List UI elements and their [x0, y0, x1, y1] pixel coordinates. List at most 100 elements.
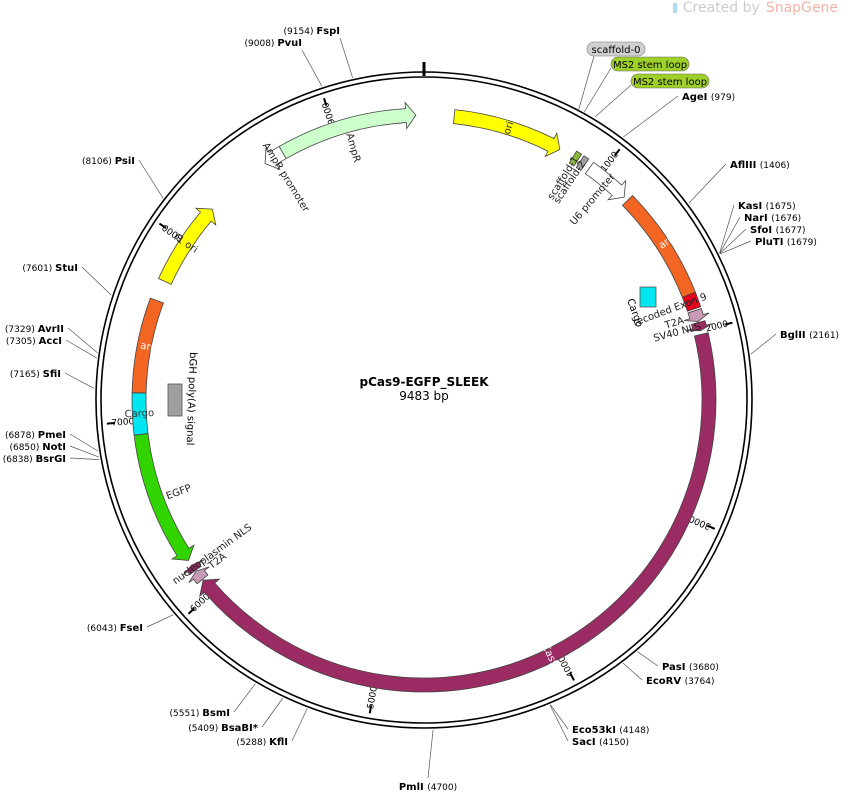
site-label-sfii: (7165) SfiI	[10, 369, 61, 380]
tick-mark-9000	[323, 97, 328, 107]
site-leader-pvui	[301, 49, 323, 87]
feature-egfp-11	[133, 433, 195, 561]
plasmid-length: 9483 bp	[399, 389, 449, 403]
site-name-bglii: BglII	[780, 330, 809, 341]
site-name-pmli: PmlI	[399, 782, 427, 793]
site-position-fspi: (9154)	[284, 27, 317, 37]
site-label-pmei: (6878) PmeI	[5, 430, 66, 441]
tick-mark-7000	[106, 422, 115, 425]
site-label-bglii: BglII (2161)	[780, 330, 839, 341]
site-name-avrii: AvrII	[38, 324, 64, 335]
backbone-inner-ring	[100, 76, 748, 724]
site-name-bsmi: BsmI	[202, 708, 230, 719]
site-label-afliii: AflIII (1406)	[730, 160, 790, 171]
site-name-fsei: FseI	[120, 623, 143, 634]
site-position-pvui: (9008)	[245, 39, 278, 49]
site-name-noti: NotI	[42, 442, 66, 453]
site-name-pmei: PmeI	[38, 430, 66, 441]
site-name-pluti: PluTI	[755, 237, 787, 248]
site-label-bsrgi: (6838) BsrGI	[3, 454, 66, 465]
site-position-nari: (1676)	[771, 214, 801, 224]
site-label-saci: SacI (4150)	[572, 737, 629, 748]
site-position-fsei: (6043)	[87, 624, 120, 634]
site-name-saci: SacI	[572, 737, 599, 748]
feature-u6-promoter-3	[584, 161, 627, 201]
site-leader-noti	[69, 445, 100, 458]
site-leader-pasi	[637, 651, 659, 667]
site-name-afliii: AflIII	[730, 160, 760, 171]
watermark-brand: SnapGene	[765, 0, 838, 16]
feature-label-cargo-12: Cargo	[124, 408, 154, 420]
site-position-bsabi: (5409)	[188, 724, 221, 734]
feature-f1-ori-14	[157, 207, 217, 285]
tick-mark-1000	[613, 148, 621, 157]
site-leader-sfii	[64, 372, 95, 389]
site-leader-fsei	[146, 614, 174, 628]
bgh-polya-box	[167, 383, 183, 417]
plasmid-name: pCas9-EGFP_SLEEK	[360, 375, 490, 390]
site-label-stui: (7601) StuI	[22, 263, 78, 274]
feature-ori-0	[452, 109, 561, 158]
site-position-saci: (4150)	[599, 738, 629, 748]
site-name-bsrgi: BsrGI	[36, 454, 66, 465]
site-position-kfli: (5288)	[236, 738, 269, 748]
site-position-noti: (6850)	[9, 443, 42, 453]
site-leader-nari	[719, 216, 741, 254]
ms2-leader-2	[594, 84, 632, 118]
site-label-pvui: (9008) PvuI	[245, 38, 302, 49]
site-name-sfoi: SfoI	[750, 225, 776, 236]
site-name-eco53ki: Eco53kI	[572, 725, 619, 736]
ms2-stem-loop-label-2: MS2 stem loop	[633, 77, 707, 88]
site-name-pasi: PasI	[662, 662, 689, 673]
site-name-bsabi: BsaBI*	[221, 723, 259, 734]
site-name-nari: NarI	[744, 213, 771, 224]
tick-mark-8000	[158, 222, 167, 229]
feature-t2a-6	[684, 308, 710, 322]
site-position-pasi: (3680)	[689, 663, 719, 673]
site-position-pluti: (1679)	[787, 238, 817, 248]
site-position-avrii: (7329)	[5, 325, 38, 335]
site-position-pmli: (4700)	[427, 783, 457, 793]
site-leader-kasi	[719, 204, 735, 254]
tick-mark-5000	[368, 705, 373, 714]
site-name-kasi: KasI	[738, 201, 766, 212]
site-leader-pluti	[719, 240, 752, 255]
site-position-pmei: (6878)	[5, 431, 38, 441]
site-name-acci: AccI	[39, 336, 62, 347]
site-leader-saci	[549, 704, 569, 742]
site-name-fspi: FspI	[316, 26, 340, 37]
site-name-pvui: PvuI	[277, 38, 302, 49]
feature-nucleoplasmin-nls-10	[182, 559, 205, 576]
site-leader-acci	[65, 339, 97, 359]
scaffold-0-label: scaffold-0	[592, 45, 641, 56]
site-position-ecorv: (3764)	[685, 677, 715, 687]
site-position-bsmi: (5551)	[169, 709, 202, 719]
site-label-kfli: (5288) KflI	[236, 737, 288, 748]
site-name-psii: PsiI	[115, 156, 135, 167]
tick-mark-3000	[707, 524, 716, 530]
site-leader-bsrgi	[69, 457, 100, 460]
feature-label-egfp-11: EGFP	[165, 483, 193, 502]
tick-label-7000: 7000	[111, 417, 135, 429]
feature-t2a-9	[188, 566, 210, 585]
site-name-stui: StuI	[55, 263, 78, 274]
feature-scaffold-2-2	[575, 155, 590, 172]
site-name-sfii: SfiI	[43, 369, 61, 380]
site-label-eco53ki: Eco53kI (4148)	[572, 725, 649, 736]
site-position-agei: (979)	[711, 93, 735, 103]
site-label-bsmi: (5551) BsmI	[169, 708, 230, 719]
tick-mark-6000	[187, 607, 196, 615]
bgh-polya-label: bGH poly(A) signal	[184, 352, 198, 446]
site-label-acci: (7305) AccI	[6, 336, 62, 347]
ms2-leader-1	[582, 67, 612, 115]
feature-scaffold-1-1	[568, 150, 583, 167]
site-position-kasi: (1675)	[766, 202, 796, 212]
scaffold-0-badge	[586, 41, 646, 57]
feature-ampr-16	[278, 101, 417, 160]
inner-cargo-box	[639, 286, 657, 308]
site-label-kasi: KasI (1675)	[738, 201, 796, 212]
ms2-stem-loop-label-1: MS2 stem loop	[613, 60, 687, 71]
site-leader-afliii	[688, 163, 727, 204]
scaffold-0-leader	[577, 55, 595, 113]
site-leader-psii	[138, 159, 164, 199]
